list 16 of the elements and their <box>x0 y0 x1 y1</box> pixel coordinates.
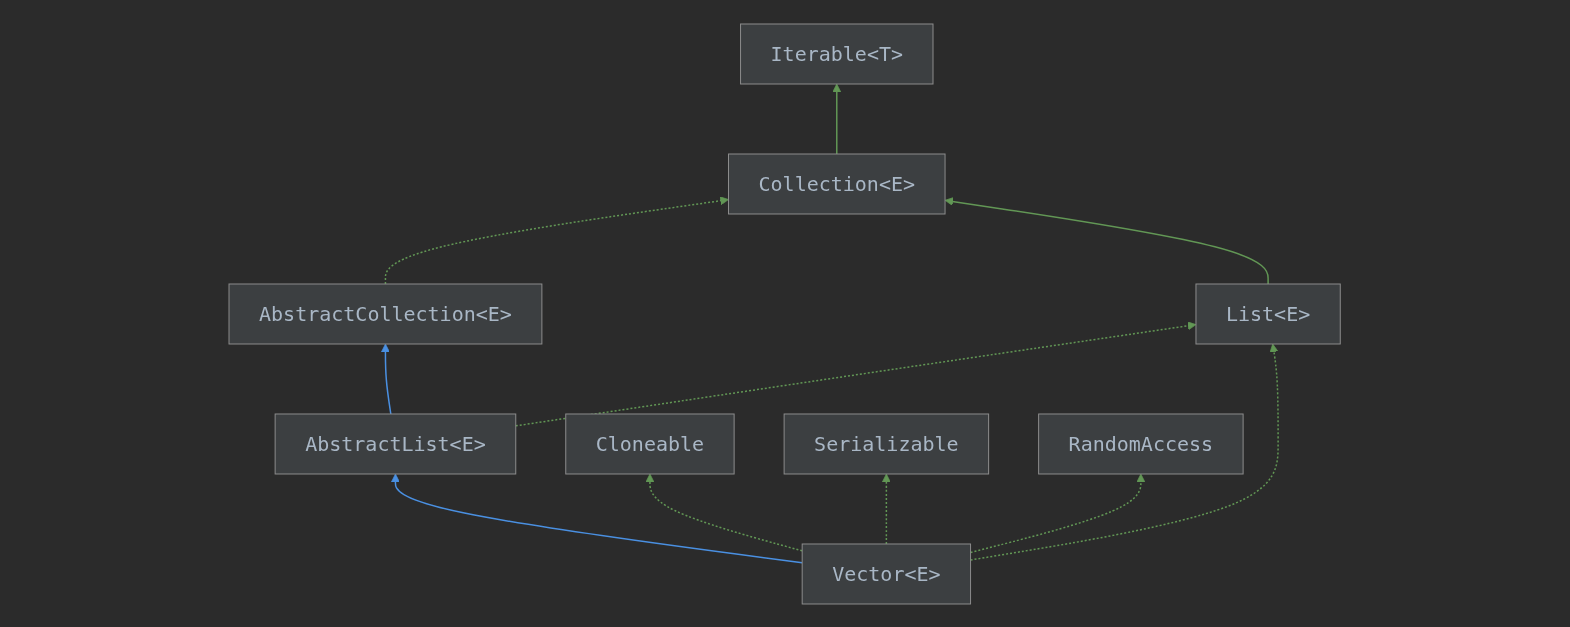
node-box: RandomAccess <box>1038 413 1244 474</box>
node-box: List<E> <box>1195 283 1342 344</box>
arrow <box>832 83 842 155</box>
arrow <box>970 473 1146 553</box>
arrow <box>391 473 804 564</box>
node-box: Iterable<T> <box>740 23 934 84</box>
arrow <box>645 473 804 552</box>
arrow <box>381 343 392 415</box>
node-box: Serializable <box>784 413 990 474</box>
node-box: Vector<E> <box>802 543 972 604</box>
node-box: Collection<E> <box>728 153 946 214</box>
node-box: Cloneable <box>565 413 735 474</box>
arrow <box>970 343 1280 561</box>
node-box: AbstractCollection<E> <box>228 283 543 344</box>
arrow <box>945 196 1270 285</box>
node-box: AbstractList<E> <box>275 413 517 474</box>
